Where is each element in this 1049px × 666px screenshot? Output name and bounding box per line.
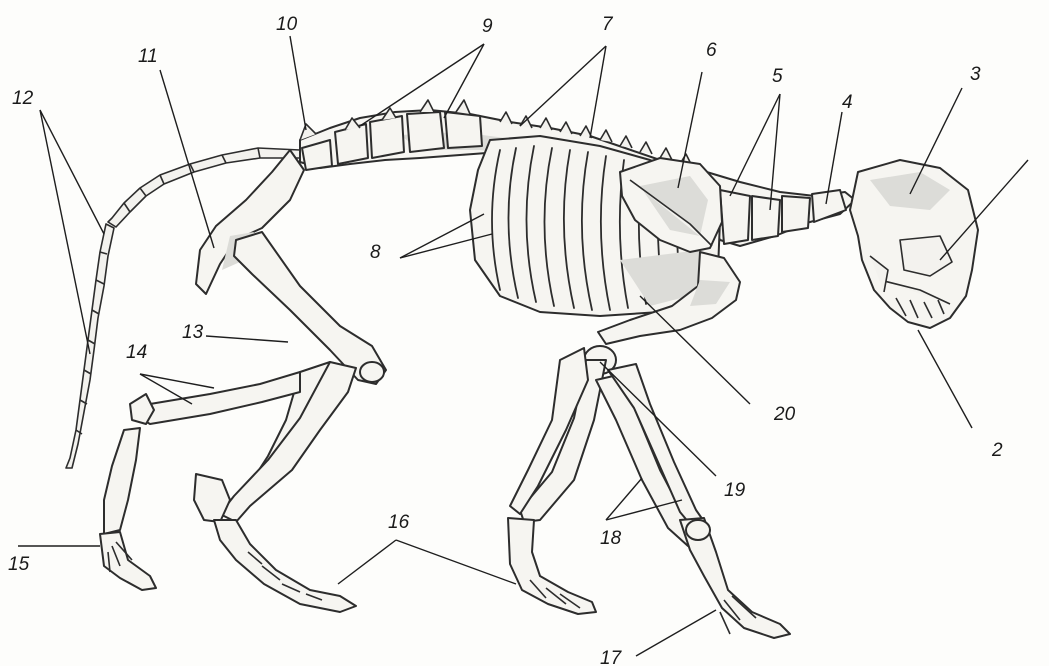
label-4: 4 [842, 92, 853, 113]
label-7: 7 [602, 14, 614, 35]
hind-leg [100, 232, 386, 612]
label-16: 16 [388, 512, 410, 533]
label-3: 3 [970, 64, 981, 85]
label-12: 12 [12, 88, 34, 109]
label-20: 20 [773, 404, 796, 425]
label-13: 13 [182, 322, 204, 343]
label-2: 2 [991, 440, 1003, 461]
label-15: 15 [8, 554, 30, 575]
label-5: 5 [772, 66, 783, 87]
label-8: 8 [370, 242, 381, 263]
label-18: 18 [600, 528, 622, 549]
label-19: 19 [724, 480, 746, 501]
label-14: 14 [126, 342, 147, 363]
label-6: 6 [706, 40, 717, 61]
label-17: 17 [600, 648, 623, 666]
label-11: 11 [138, 46, 158, 67]
label-10: 10 [276, 14, 298, 35]
label-9: 9 [482, 16, 493, 37]
